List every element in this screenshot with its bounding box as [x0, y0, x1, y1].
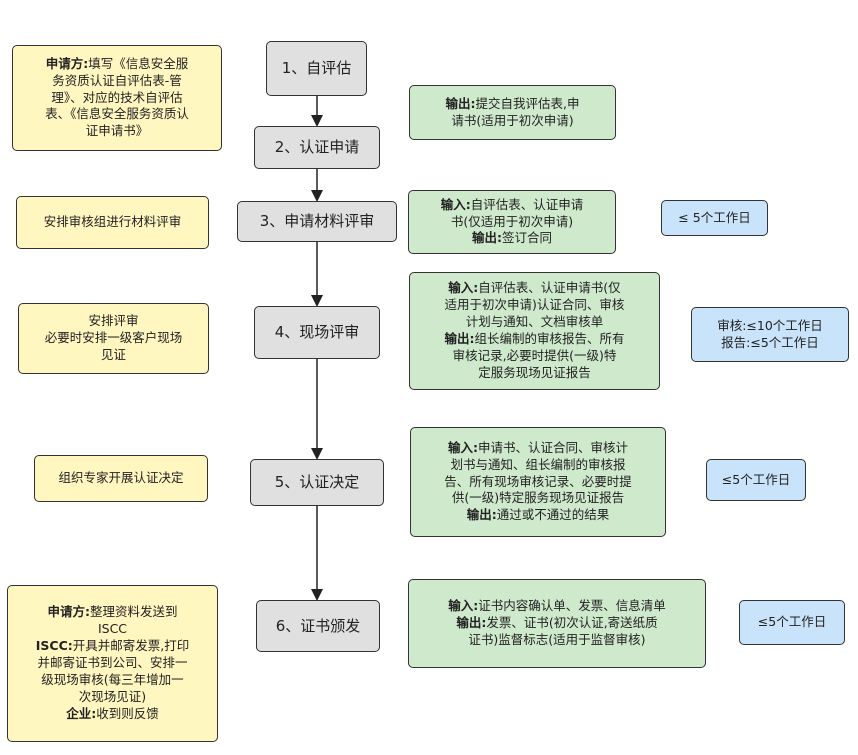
io-step5: 输入:申请书、认证合同、审核计 划书与通知、组长编制的审核报 告、所有现场审核记…	[410, 427, 666, 537]
step-1-self-assessment: 1、自评估	[266, 41, 367, 96]
time-step6: ≤5个工作日	[739, 600, 845, 645]
io-step4: 输入:自评估表、认证申请书(仅 适用于初次申请)认证合同、审核 计划与通知、文档…	[409, 272, 660, 390]
step-6-certificate-issue: 6、证书颁发	[256, 600, 380, 652]
left-note-step3: 安排审核组进行材料评审	[16, 196, 209, 249]
io-step6: 输入:证书内容确认单、发票、信息清单 输出:发票、证书(初次认证,寄送纸质 证书…	[408, 579, 706, 668]
step-2-application: 2、认证申请	[254, 126, 380, 169]
output-step2: 输出:提交自我评估表,申 请书(适用于初次申请)	[409, 85, 616, 140]
left-note-step4: 安排评审 必要时安排一级客户现场 见证	[18, 303, 209, 374]
time-step4: 审核:≤10个工作日 报告:≤5个工作日	[691, 307, 849, 362]
step-5-decision: 5、认证决定	[250, 459, 384, 506]
left-note-step5: 组织专家开展认证决定	[34, 455, 208, 502]
time-step5: ≤5个工作日	[706, 459, 806, 501]
step-3-material-review: 3、申请材料评审	[237, 201, 397, 242]
step-4-onsite-review: 4、现场评审	[254, 306, 380, 359]
left-note-step1: 申请方:填写《信息安全服 务资质认证自评估表-管 理》、对应的技术自评估 表、《…	[12, 45, 222, 151]
io-step3: 输入:自评估表、认证申请 书(仅适用于初次申请) 输出:签订合同	[408, 190, 616, 254]
left-note-step6: 申请方:整理资料发送到 ISCC ISCC:开具并邮寄发票,打印 并邮寄证书到公…	[7, 585, 218, 742]
time-step3: ≤ 5个工作日	[661, 200, 768, 236]
